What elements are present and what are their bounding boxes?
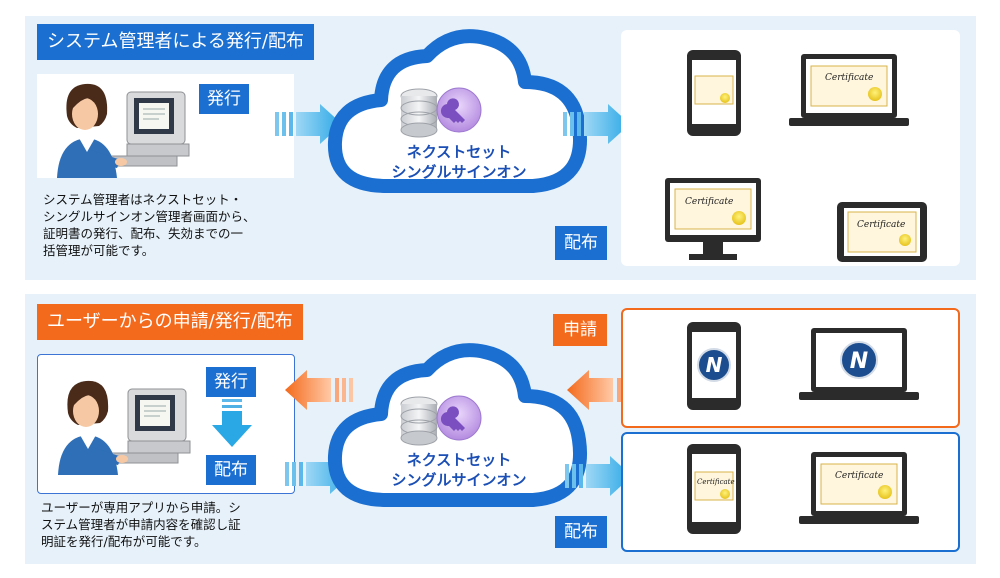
admin-person-icon bbox=[58, 380, 191, 475]
user-description: ユーザーが専用アプリから申請。シ ステム管理者が申請内容を確認し証 明証を発行/… bbox=[41, 500, 241, 549]
section-title: ユーザーからの申請/発行/配布 bbox=[37, 304, 303, 340]
smartphone-certificate-icon bbox=[687, 50, 741, 136]
distribute-devices-box: Certificate Certificate bbox=[621, 432, 960, 552]
smartphone-certificate-icon: Certificate bbox=[687, 444, 741, 534]
distribute-label-right: 配布 bbox=[555, 516, 607, 548]
issue-arrow-left bbox=[285, 370, 353, 410]
apply-label: 申請 bbox=[553, 314, 607, 346]
laptop-certificate-icon: Certificate bbox=[799, 452, 919, 524]
svg-text:Certificate: Certificate bbox=[685, 197, 733, 207]
distribute-arrow-right bbox=[563, 104, 630, 144]
admin-description: システム管理者はネクストセット・ シングルサインオン管理者画面から、 証明書の発… bbox=[43, 192, 256, 258]
database-key-icon bbox=[400, 87, 482, 138]
certificate-text: Certificate bbox=[825, 73, 873, 83]
issue-label: 発行 bbox=[206, 367, 256, 397]
distribute-arrow-right-devices bbox=[565, 456, 632, 496]
distribute-label: 配布 bbox=[206, 455, 256, 485]
devices-box: Certificate Certificate Certificate bbox=[621, 30, 960, 266]
admin-issue-panel: システム管理者による発行/配布 発行 システム管理者はネクストセット・ シングル… bbox=[25, 16, 976, 280]
cloud-label: ネクストセット シングルサインオン bbox=[391, 143, 527, 181]
svg-text:N: N bbox=[706, 353, 723, 377]
laptop-app-icon: N bbox=[799, 328, 919, 400]
svg-text:Certificate: Certificate bbox=[697, 478, 735, 486]
user-request-panel: ユーザーからの申請/発行/配布 発行 配布 ユーザーが専用アプリか bbox=[25, 294, 976, 564]
admin-box: 発行 配布 bbox=[37, 354, 295, 494]
section-title: システム管理者による発行/配布 bbox=[37, 24, 314, 60]
tablet-certificate-icon: Certificate bbox=[837, 202, 927, 262]
svg-text:Certificate: Certificate bbox=[857, 220, 905, 230]
smartphone-app-icon: N bbox=[687, 322, 741, 410]
admin-person-icon bbox=[57, 83, 190, 178]
svg-text:Certificate: Certificate bbox=[835, 471, 883, 481]
distribute-label: 配布 bbox=[555, 226, 607, 260]
issue-label: 発行 bbox=[199, 84, 249, 114]
laptop-certificate-icon: Certificate bbox=[789, 54, 909, 126]
down-arrow bbox=[212, 399, 252, 447]
apply-devices-box: N N bbox=[621, 308, 960, 428]
cloud-label: ネクストセット シングルサインオン bbox=[391, 451, 527, 489]
admin-box: 発行 bbox=[37, 74, 294, 178]
desktop-certificate-icon: Certificate bbox=[665, 178, 761, 260]
database-key-icon bbox=[400, 395, 482, 446]
svg-text:N: N bbox=[850, 349, 868, 374]
